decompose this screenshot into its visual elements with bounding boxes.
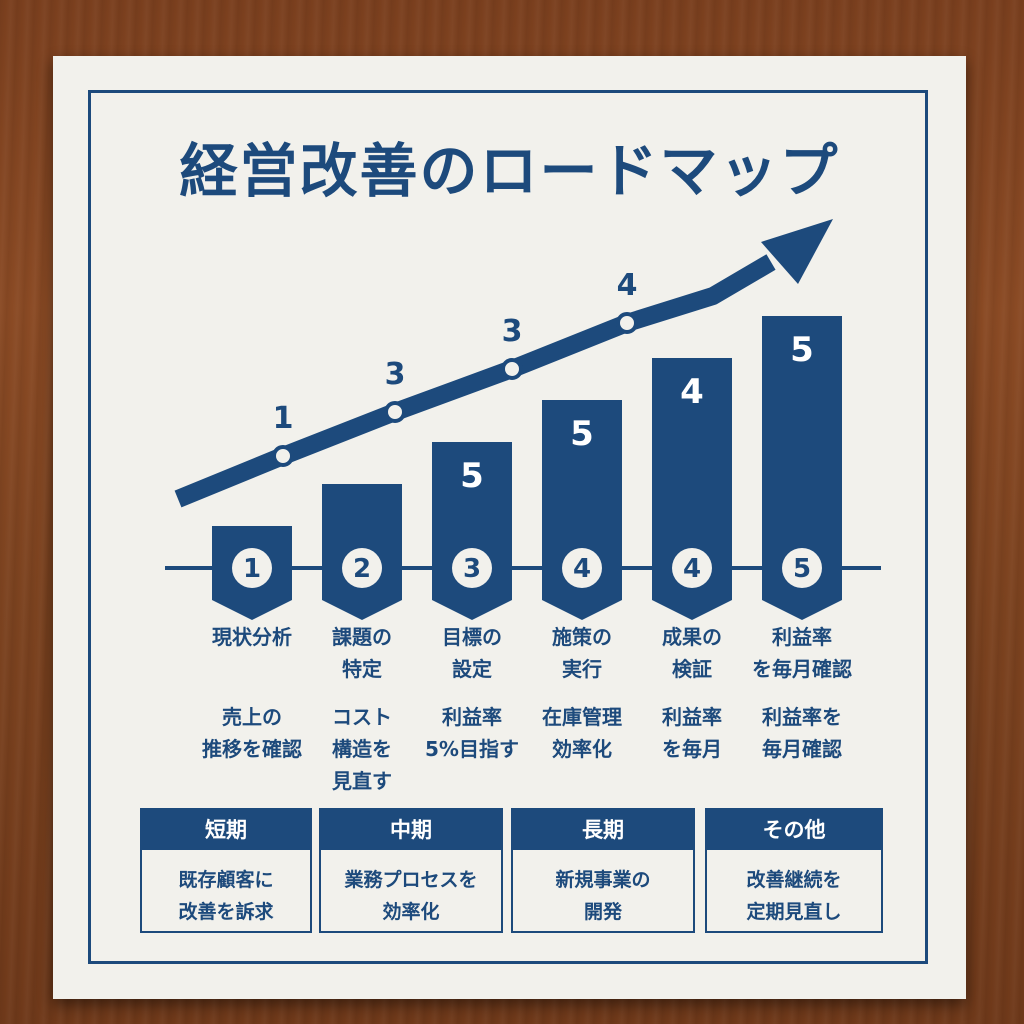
phase-body-line: 効率化 <box>382 901 440 923</box>
step-description-line: コスト <box>332 705 392 729</box>
trend-point-label: 3 <box>385 357 406 392</box>
step-description: 在庫管理効率化 <box>517 701 647 765</box>
step-number-badge <box>232 548 272 588</box>
bar-value-label: 4 <box>680 372 704 412</box>
step-description-line: 効率化 <box>552 737 612 761</box>
step-name: 利益率を毎月確認 <box>737 621 867 685</box>
trend-point <box>384 401 406 423</box>
step-description-line: 売上の <box>222 705 282 729</box>
step-name-line: を毎月確認 <box>752 657 852 681</box>
poster-frame <box>88 90 928 964</box>
step-description-line: 利益率 <box>442 705 502 729</box>
step-number: 3 <box>463 554 481 584</box>
trend-point <box>501 358 523 380</box>
step-name-line: 設定 <box>452 657 492 681</box>
step-description: 売上の推移を確認 <box>187 701 317 765</box>
bar-step-5 <box>652 358 732 620</box>
phase-body: 新規事業の開発 <box>513 850 693 928</box>
step-number: 5 <box>793 554 811 584</box>
step-description-line: 利益率 <box>662 705 722 729</box>
phase-header: 長期 <box>513 810 693 850</box>
step-description-line: 構造を <box>332 737 392 761</box>
page-title: 経営改善のロードマップ <box>179 137 840 205</box>
phase-body-line: 既存顧客に <box>178 869 274 891</box>
step-description-line: 在庫管理 <box>542 705 622 729</box>
trend-point-label: 1 <box>273 401 294 436</box>
bar-step-4 <box>542 400 622 620</box>
poster-board: 経営改善のロードマップ 1 2 3 5 4 5 4 4 5 5 1 3 3 4 現状分析売上の推移を確認 課… <box>53 56 966 999</box>
phase-body-line: 定期見直し <box>746 901 842 923</box>
phase-body-line: 新規事業の <box>555 869 651 891</box>
step-name-line: 現状分析 <box>212 625 292 649</box>
phase-body: 改善継続を定期見直し <box>707 850 881 928</box>
step-name-line: 課題の <box>332 625 392 649</box>
phase-body-line: 改善を訴求 <box>178 901 274 923</box>
step-description: 利益率を毎月確認 <box>737 701 867 765</box>
step-name: 課題の特定 <box>297 621 427 685</box>
step-number-badge <box>672 548 712 588</box>
phase-body-line: 業務プロセスを <box>344 869 478 891</box>
phase-box: 中期業務プロセスを効率化 <box>319 808 503 933</box>
roadmap-chart: 1 2 3 5 4 5 4 4 5 5 1 3 3 4 <box>165 219 881 620</box>
trend-point-label: 3 <box>502 314 523 349</box>
step-number: 4 <box>573 554 591 584</box>
step-description-line: 推移を確認 <box>202 737 302 761</box>
phase-body-line: 開発 <box>583 901 622 923</box>
step-number-badge <box>562 548 602 588</box>
phase-body-line: 改善継続を <box>746 869 842 891</box>
phase-body: 既存顧客に改善を訴求 <box>142 850 310 928</box>
bar-step-3 <box>432 442 512 620</box>
phase-header: 中期 <box>321 810 501 850</box>
step-description: 利益率を毎月 <box>627 701 757 765</box>
step-description-line: 5%目指す <box>425 737 519 761</box>
step-name-line: 成果の <box>662 625 722 649</box>
step-number: 1 <box>243 554 261 584</box>
phase-box: 長期新規事業の開発 <box>511 808 695 933</box>
step-number-badge <box>342 548 382 588</box>
trend-arrow-head <box>761 219 833 284</box>
phase-body: 業務プロセスを効率化 <box>321 850 501 928</box>
step-number: 2 <box>353 554 371 584</box>
step-description: 利益率 5%目指す <box>407 701 537 765</box>
phase-box: その他改善継続を定期見直し <box>705 808 883 933</box>
trend-point-label: 4 <box>617 268 638 303</box>
step-description-line: 毎月確認 <box>762 737 842 761</box>
step-name: 成果の検証 <box>627 621 757 685</box>
bar-value-label: 5 <box>790 330 814 370</box>
trend-point <box>272 445 294 467</box>
step-number: 4 <box>683 554 701 584</box>
step-name-line: 実行 <box>562 657 602 681</box>
step-name-line: 検証 <box>672 657 712 681</box>
step-number-badge <box>452 548 492 588</box>
step-name-line: 目標の <box>442 625 502 649</box>
phase-header: 短期 <box>142 810 310 850</box>
phase-box: 短期既存顧客に改善を訴求 <box>140 808 312 933</box>
step-description-line: 見直す <box>332 769 392 793</box>
bar-step-6 <box>762 316 842 620</box>
step-name: 施策の実行 <box>517 621 647 685</box>
trend-point <box>616 312 638 334</box>
bar-value-label: 5 <box>570 414 594 454</box>
step-number-badge <box>782 548 822 588</box>
phase-header: その他 <box>707 810 881 850</box>
step-name-line: 施策の <box>552 625 612 649</box>
bar-value-label: 5 <box>460 456 484 496</box>
step-description-line: を毎月 <box>662 737 722 761</box>
step-description: コスト構造を見直す <box>297 701 427 797</box>
step-name: 現状分析 <box>187 621 317 653</box>
step-name: 目標の設定 <box>407 621 537 685</box>
step-name-line: 利益率 <box>772 625 832 649</box>
step-description-line: 利益率を <box>762 705 842 729</box>
step-name-line: 特定 <box>342 657 382 681</box>
